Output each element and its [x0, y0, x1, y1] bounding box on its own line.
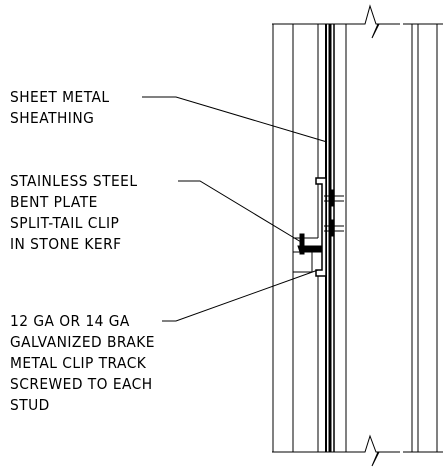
callout-line: BENT PLATE — [10, 193, 98, 211]
top-break-line-left — [272, 4, 400, 39]
clip-track — [315, 177, 327, 277]
leader-track — [162, 269, 319, 322]
callout-line: STAINLESS STEEL — [10, 172, 138, 190]
screw-lower — [324, 219, 344, 237]
callout-line: GALVANIZED BRAKE — [10, 333, 155, 351]
callout-line: SHEATHING — [10, 109, 95, 127]
leader-sheathing — [142, 96, 328, 143]
callout-line: METAL CLIP TRACK — [10, 354, 147, 372]
bottom-break-line — [272, 434, 400, 467]
callout-line: 12 GA OR 14 GA — [10, 312, 130, 330]
callout-sheathing: SHEET METAL SHEATHING — [10, 87, 110, 129]
stone-kerf — [293, 237, 318, 273]
callout-track: 12 GA OR 14 GA GALVANIZED BRAKE METAL CL… — [10, 311, 155, 416]
callout-line: STUD — [10, 396, 50, 414]
callout-line: IN STONE KERF — [10, 235, 122, 253]
callout-clip: STAINLESS STEEL BENT PLATE SPLIT-TAIL CL… — [10, 171, 137, 255]
callout-line: SPLIT-TAIL CLIP — [10, 214, 120, 232]
screw-upper — [324, 189, 344, 207]
callout-line: SHEET METAL — [10, 88, 110, 106]
callout-line: SCREWED TO EACH — [10, 375, 153, 393]
leader-clip — [178, 180, 302, 243]
